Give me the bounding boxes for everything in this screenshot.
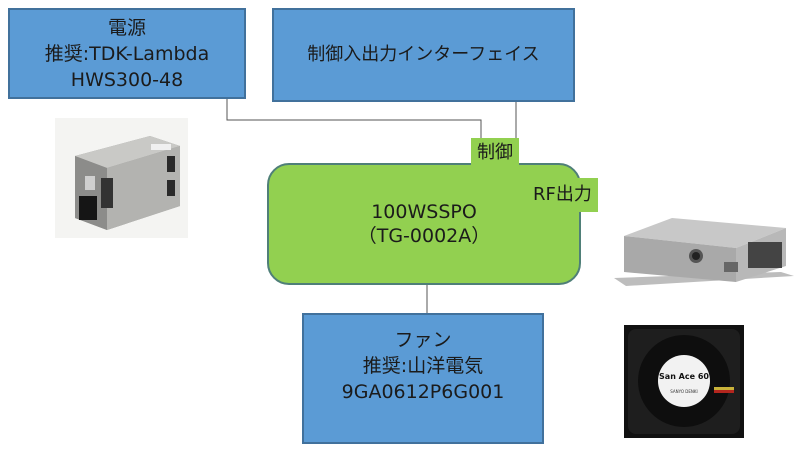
main-unit-part-number: （TG-0002A） xyxy=(357,225,491,247)
control-interface-label: 制御入出力インターフェイス xyxy=(307,44,540,65)
power-supply-model: HWS300-48 xyxy=(70,68,184,91)
fan-label-maker: SANYO DENKI xyxy=(670,389,697,394)
power-to-unit-line xyxy=(226,99,482,140)
power-supply-title: 電源 xyxy=(107,16,146,39)
power-supply-box: 電源 推奨:TDK-Lambda HWS300-48 xyxy=(8,8,246,99)
control-port-label: 制御 xyxy=(471,138,519,168)
main-unit-name: 100WSSPO xyxy=(371,201,477,223)
fan-model: 9GA0612P6G001 xyxy=(341,380,505,403)
rf-output-port-label: RF出力 xyxy=(527,178,598,212)
fan-box: ファン 推奨:山洋電気 9GA0612P6G001 xyxy=(302,313,544,444)
control-interface-box: 制御入出力インターフェイス xyxy=(272,8,575,102)
power-supply-photo xyxy=(55,118,188,238)
fan-label-text: San Ace 60 xyxy=(659,372,709,381)
amplifier-module-photo xyxy=(606,200,798,290)
cooling-fan-photo: San Ace 60 SANYO DENKI xyxy=(624,325,744,438)
fan-title: ファン xyxy=(394,328,452,351)
fan-recommended: 推奨:山洋電気 xyxy=(362,354,484,377)
power-supply-recommended: 推奨:TDK-Lambda xyxy=(44,42,210,65)
